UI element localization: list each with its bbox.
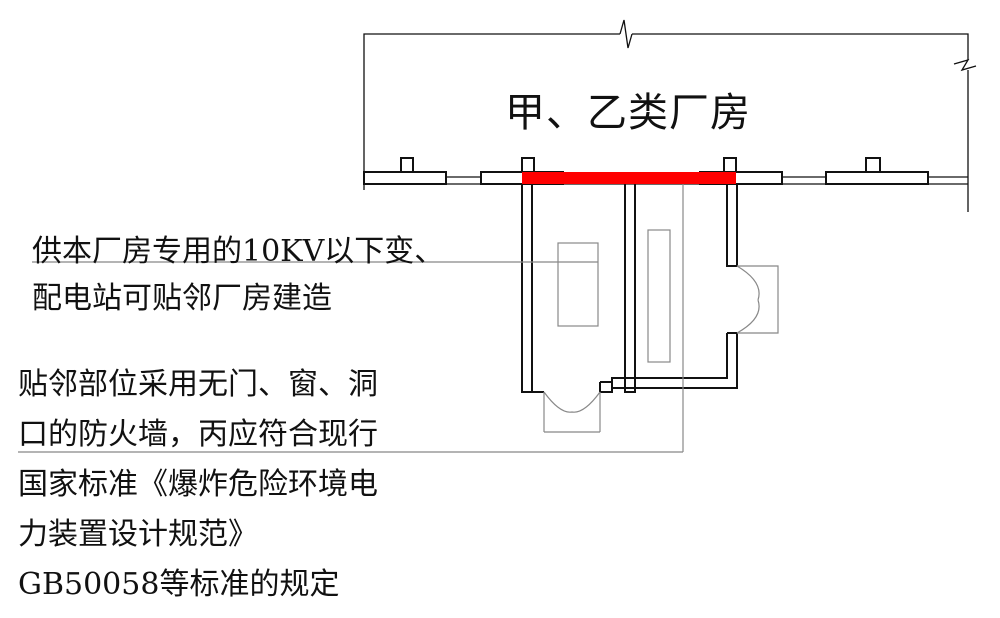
column-1 (363, 171, 447, 185)
firewall-note-line-4: 力装置设计规范》 (18, 517, 258, 552)
column-4 (825, 171, 929, 185)
substation-note: 供本厂房专用的10KV以下变、 配电站可贴邻厂房建造 (32, 228, 444, 322)
switchgear-equipment (647, 229, 671, 363)
firewall-note-line-1: 贴邻部位采用无门、窗、洞 (18, 367, 378, 402)
column-2-cap (521, 157, 535, 173)
firewall-note-line-5: GB50058等标准的规定 (18, 567, 340, 602)
leader-lines (18, 261, 683, 453)
firewall-note-line-3: 国家标准《爆炸危险环境电 (18, 467, 378, 502)
firewall-highlight (522, 172, 736, 184)
factory-building-outline (363, 19, 977, 212)
building-title: 甲、乙类厂房 (505, 90, 751, 136)
column-4-cap (865, 157, 881, 173)
substation-note-line-2: 配电站可贴邻厂房建造 (32, 281, 332, 316)
firewall-note-line-2: 口的防火墙，丙应符合现行 (18, 417, 378, 452)
column-3-cap (723, 157, 737, 173)
doors (543, 265, 779, 433)
substation-walls (521, 184, 738, 393)
transformer-equipment (557, 242, 599, 327)
right-door (736, 265, 779, 334)
substation-note-line-1: 供本厂房专用的10KV以下变、 (32, 234, 445, 269)
column-1-cap (400, 157, 414, 173)
bottom-door (543, 391, 601, 433)
equipment (557, 184, 684, 452)
firewall-note: 贴邻部位采用无门、窗、洞 口的防火墙，丙应符合现行 国家标准《爆炸危险环境电 力… (18, 360, 378, 610)
